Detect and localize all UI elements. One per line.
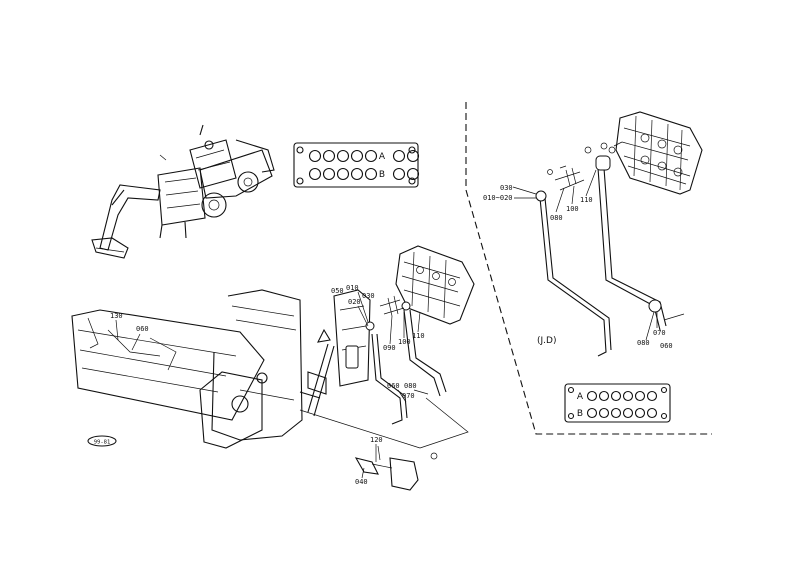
control-valve-right xyxy=(615,111,703,195)
part-100-label: 100 xyxy=(398,338,411,346)
backhoe-illustration xyxy=(91,124,275,259)
valve-port-circle xyxy=(392,167,406,181)
valve-port-circle xyxy=(646,390,658,402)
part-110-label: 110 xyxy=(580,196,593,204)
valve-port-circle xyxy=(646,407,658,419)
part-080-label: 080 xyxy=(550,214,563,222)
valve-port-circle xyxy=(350,149,364,163)
part-labels-left: 010 030 020 090 100 110 060 080 070 130 … xyxy=(110,284,429,486)
badge-text: 99-81 xyxy=(94,440,111,446)
valve-port-circle xyxy=(392,149,406,163)
hydraulic-pipes-right xyxy=(535,141,685,357)
valve-port-circle xyxy=(322,167,336,181)
part-070-label: 070 xyxy=(402,392,415,400)
port-a-label: A xyxy=(379,152,386,162)
part-030-label: 030 xyxy=(362,292,375,300)
hydraulic-pipes-left xyxy=(299,295,469,449)
valve-port-circle xyxy=(350,167,364,181)
detail-view-label: (J.D) xyxy=(537,336,556,346)
part-060-label-a: 060 xyxy=(387,382,400,390)
valve-port-circle xyxy=(322,149,336,163)
valve-port-circle xyxy=(364,167,378,181)
valve-port-circle xyxy=(622,407,634,419)
valve-port-circle xyxy=(336,149,350,163)
valve-port-circle xyxy=(586,390,598,402)
port-b-label: B xyxy=(379,170,385,180)
part-130-label: 130 xyxy=(110,312,123,320)
part-070-label: 070 xyxy=(653,329,666,337)
valve-port-circle xyxy=(598,407,610,419)
port-a-label-bottom: A xyxy=(577,392,584,402)
valve-port-diagram-top: A B xyxy=(293,142,420,188)
drawing-code-badge: 99-81 xyxy=(87,435,117,447)
part-030-label: 030 xyxy=(500,184,513,192)
valve-port-circle xyxy=(610,407,622,419)
valve-port-circle xyxy=(308,167,322,181)
part-020-label: 020 xyxy=(348,298,361,306)
part-080b-label: 080 xyxy=(637,339,650,347)
control-levers-left xyxy=(299,289,371,417)
valve-port-circle xyxy=(336,167,350,181)
detail-section-border xyxy=(465,102,712,435)
valve-port-circle xyxy=(610,390,622,402)
pedal-linkage-left xyxy=(354,445,438,491)
part-090-label: 090 xyxy=(383,344,396,352)
part-040-label: 040 xyxy=(355,478,368,486)
valve-port-circle xyxy=(406,149,420,163)
valve-port-circle xyxy=(308,149,322,163)
valve-port-circle xyxy=(634,407,646,419)
valve-port-circle xyxy=(634,390,646,402)
part-110-label: 110 xyxy=(412,332,425,340)
valve-port-circle xyxy=(586,407,598,419)
tractor-chassis xyxy=(71,289,303,449)
part-010-label: 010 xyxy=(346,284,359,292)
valve-port-circle xyxy=(364,149,378,163)
part-060-label: 060 xyxy=(660,342,673,350)
part-050-bolt-label: 050 xyxy=(331,287,344,295)
part-010-020-label: 010~020 xyxy=(483,194,513,202)
part-080-label: 080 xyxy=(404,382,417,390)
part-labels-right: 030 010~020 080 100 110 (J.D) 070 080 06… xyxy=(483,169,673,350)
part-100-label: 100 xyxy=(566,205,579,213)
part-060-label-b: 060 xyxy=(136,325,149,333)
valve-port-diagram-bottom: A B xyxy=(564,383,671,423)
valve-port-circle xyxy=(406,167,420,181)
valve-port-circle xyxy=(622,390,634,402)
port-b-label-bottom: B xyxy=(577,409,583,419)
control-valve-left xyxy=(395,245,475,325)
valve-port-circle xyxy=(598,390,610,402)
part-120-label: 120 xyxy=(370,436,383,444)
